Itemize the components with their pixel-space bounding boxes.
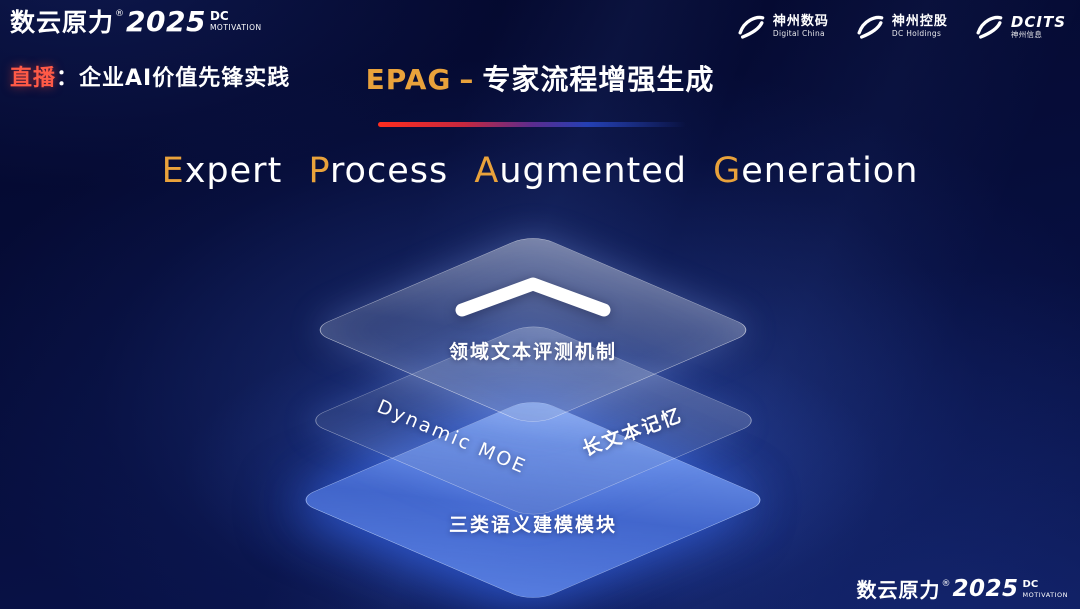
slide-title-zh: 专家流程增强生成 [482, 63, 715, 96]
brand-motivation: MOTIVATION [209, 23, 262, 32]
brand-name: 数云原力 [856, 578, 941, 602]
headline-word: Augmented [474, 151, 687, 191]
brand-logo-top-left: 数云原力 ® 2025 DC MOTIVATION [10, 5, 262, 38]
brand-logo-bottom-right: 数云原力 ® 2025 DC MOTIVATION [856, 576, 1068, 602]
live-topic: ：企业AI价值先锋实践 [56, 66, 291, 91]
slide-title-abbr: EPAG [365, 63, 452, 96]
brand-motivation: MOTIVATION [1022, 591, 1068, 599]
partner-subname: DC Holdings [891, 29, 942, 39]
dc-holdings-swoosh-icon [857, 15, 884, 39]
brand-dc: DC [1022, 579, 1039, 590]
dcits-swoosh-icon [976, 15, 1003, 39]
slide-title: EPAG–专家流程增强生成 [0, 58, 1080, 98]
partner-logo-digital-china: 神州数码 Digital China [736, 12, 829, 42]
brand-subtext: DC MOTIVATION [1023, 580, 1068, 599]
registered-mark: ® [115, 9, 125, 19]
bottom-layer-label: 三类语义建模模块 [448, 514, 618, 536]
partner-subname: Digital China [772, 29, 825, 39]
headline-word: Generation [713, 151, 919, 191]
partner-logo-dc-holdings: 神州控股 DC Holdings [855, 12, 948, 42]
partner-logos: 神州数码 Digital China 神州控股 DC Holdings [736, 12, 1066, 42]
brand-year: 2025 [126, 5, 206, 38]
digital-china-swoosh-icon [738, 15, 765, 39]
brand-dc: DC [209, 9, 229, 23]
live-stream-label: 直播：企业AI价值先锋实践 [10, 60, 290, 92]
brand-name: 数云原力 [10, 8, 115, 37]
top-layer-label: 领域文本评测机制 [448, 341, 618, 363]
headline-english: Expert Process Augmented Generation [0, 151, 1080, 191]
headline-word: Expert [161, 151, 283, 191]
partner-logo-dcits: DCITS 神州信息 [974, 12, 1066, 42]
brand-year: 2025 [952, 576, 1019, 602]
registered-mark: ® [941, 579, 951, 589]
headline-word: Process [308, 151, 449, 191]
slide-title-separator: – [459, 63, 475, 96]
partner-name: 神州数码 [772, 14, 829, 30]
brand-subtext: DC MOTIVATION [210, 10, 262, 32]
title-divider-line [378, 122, 686, 127]
partner-name: DCITS [1010, 13, 1066, 32]
live-prefix: 直播 [10, 66, 57, 91]
chevron-up-icon [455, 277, 611, 317]
partner-name: 神州控股 [891, 14, 948, 30]
partner-subname: 神州信息 [1010, 30, 1043, 40]
